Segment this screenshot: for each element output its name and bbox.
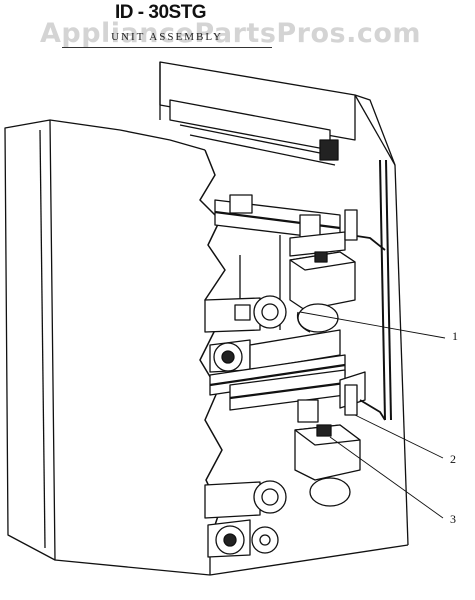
- upper-shelf: [169, 99, 339, 166]
- gas-supply-pipe: [344, 159, 392, 421]
- lower-blower-motor: [204, 480, 287, 519]
- cabinet-front-panel: [4, 119, 409, 576]
- lower-burner-assembly: [229, 369, 366, 423]
- upper-burner-assembly: [214, 194, 346, 330]
- upper-gas-valve: [289, 251, 356, 333]
- leader-2: [354, 414, 444, 459]
- leader-3: [329, 436, 444, 519]
- assembly-subtitle: UNIT ASSEMBLY: [62, 31, 272, 48]
- upper-blower-motor: [204, 295, 287, 333]
- callout-label-2: 2: [450, 452, 456, 466]
- leader-1: [299, 311, 446, 339]
- callout-label-3: 3: [450, 512, 456, 526]
- upper-drive-pulley: [209, 329, 341, 373]
- lower-gas-valve: [294, 424, 361, 507]
- callout-label-1: 1: [452, 329, 458, 343]
- callout-leaders: [299, 311, 446, 519]
- model-title: ID - 30STG: [115, 2, 207, 23]
- cabinet-back-panel: [159, 61, 409, 546]
- lower-drive-pulley: [207, 519, 279, 558]
- watermark: AppliancePartsPros.com: [40, 18, 422, 49]
